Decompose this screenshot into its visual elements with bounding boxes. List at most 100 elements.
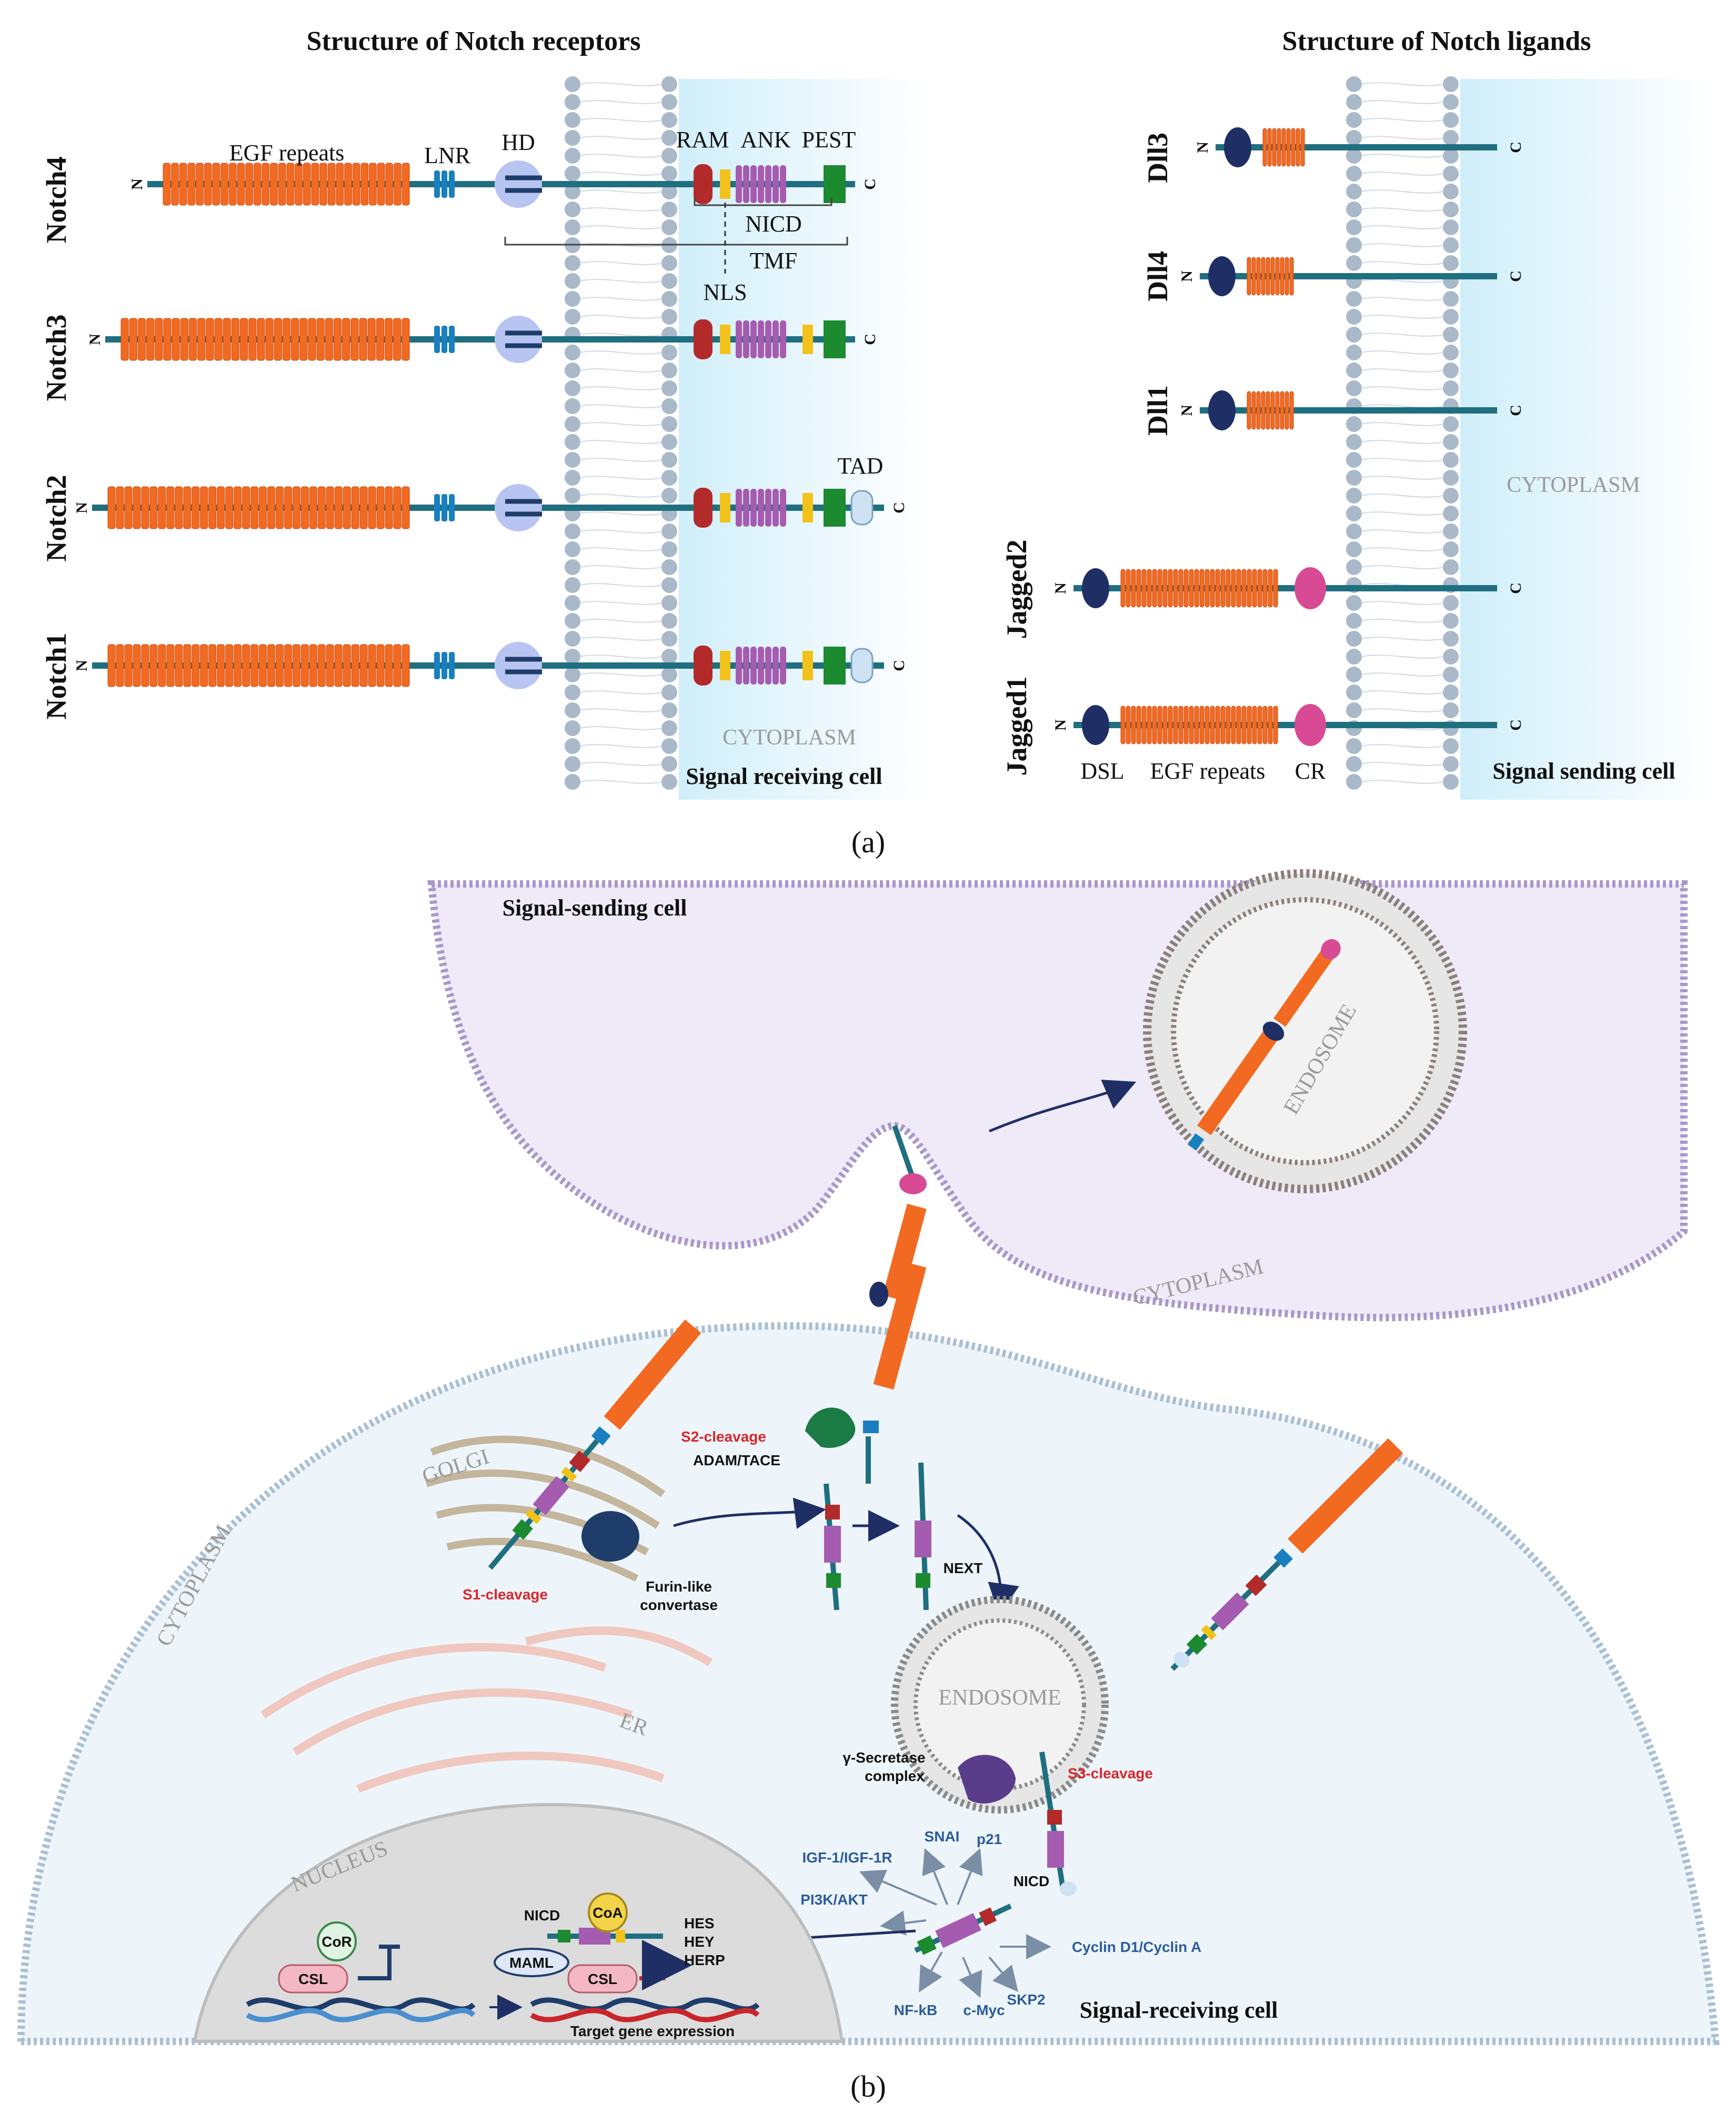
egf-repeat	[237, 163, 245, 206]
egf-repeat	[208, 486, 217, 529]
ligand-membrane-tail	[1361, 672, 1444, 677]
ligand-membrane-head	[1346, 506, 1362, 521]
egf-repeat	[367, 318, 376, 361]
egf-repeat	[259, 644, 267, 687]
egf-repeat	[1286, 128, 1291, 167]
receptor-label-notch3: Notch3	[41, 315, 72, 401]
ligand-membrane-head	[1443, 649, 1459, 665]
receptor-membrane-head	[565, 577, 580, 593]
ligand-membrane-head	[1443, 667, 1459, 682]
n-terminus: N	[1052, 582, 1069, 594]
lnr-domain	[441, 652, 447, 679]
hd-segment	[505, 175, 542, 193]
label-nls: NLS	[703, 279, 747, 305]
egf-repeat	[1120, 569, 1126, 608]
receptor-membrane-head	[661, 94, 677, 110]
ligand-membrane-head	[1346, 559, 1362, 575]
egf-repeat	[1257, 706, 1262, 744]
ligand-membrane-head	[1443, 380, 1459, 396]
ank-repeat	[780, 647, 786, 684]
receptor-membrane-tail	[579, 476, 663, 480]
egf-repeat	[342, 318, 350, 361]
ligand-membrane-tail	[1361, 225, 1444, 229]
egf-repeat	[223, 318, 231, 361]
receptor-membrane-tail	[579, 583, 663, 587]
egf-repeat	[253, 163, 262, 206]
receptor-membrane-head	[565, 380, 580, 396]
egf-repeat	[200, 644, 208, 687]
ligand-membrane-head	[1346, 613, 1362, 629]
egf-repeat	[376, 644, 385, 687]
egf-repeat	[124, 486, 133, 529]
receptor-membrane-head	[661, 702, 677, 718]
egf-repeat	[175, 486, 183, 529]
pathway-cyclin: Cyclin D1/Cyclin A	[1072, 1939, 1201, 1955]
receptor-membrane-tail	[579, 440, 663, 444]
receptor-membrane-head	[565, 416, 580, 432]
egf-repeat	[275, 486, 284, 529]
egf-repeat	[351, 486, 359, 529]
sending-cell-body	[427, 880, 1688, 1322]
receptor-membrane-head	[565, 631, 580, 647]
active-coa-label: CoA	[593, 1905, 623, 1921]
ligand-membrane-head	[1443, 76, 1459, 92]
active-complex	[494, 1892, 760, 2022]
egf-repeat	[149, 486, 158, 529]
adam-tace-label: ADAM/TACE	[693, 1452, 780, 1468]
ligand-cytoplasm-region	[1458, 79, 1710, 800]
egf-repeat	[1270, 391, 1275, 430]
egf-repeat	[300, 486, 309, 529]
receptor-membrane-body	[563, 79, 679, 800]
n-terminus: N	[1052, 719, 1069, 731]
receptor-membrane-head	[661, 166, 677, 182]
receptor-membrane-tail	[579, 672, 663, 677]
egf-repeat	[196, 163, 204, 206]
egf-repeat	[1275, 391, 1280, 430]
hd-domain	[495, 484, 542, 531]
egf-repeat	[146, 318, 155, 361]
ligand-membrane-tail	[1361, 118, 1444, 122]
ligand-membrane-head	[1346, 130, 1362, 146]
endoplasmic-reticulum	[260, 1626, 713, 1793]
egf-repeat	[286, 163, 295, 206]
egf-repeat	[1215, 706, 1220, 744]
ank-repeat	[780, 489, 786, 527]
egf-repeat	[1296, 128, 1300, 167]
ligand-membrane-tail	[1361, 136, 1444, 140]
c-terminus: C	[890, 660, 908, 671]
receptor-membrane-head	[565, 452, 580, 468]
egf-repeat	[284, 644, 292, 687]
egf-repeat	[274, 318, 282, 361]
ligand-membrane-head	[1443, 363, 1459, 378]
receptor-membrane-head	[661, 720, 677, 736]
ligand-membrane-head	[1346, 94, 1362, 110]
ligand-membrane-head	[1443, 470, 1459, 486]
egf-repeat	[1226, 569, 1231, 608]
hd-domain	[495, 642, 542, 689]
egf-repeat	[292, 486, 300, 529]
receptor-membrane-head	[661, 613, 677, 629]
egf-repeat	[1261, 257, 1266, 296]
repressed-cor-label: CoR	[322, 1934, 352, 1950]
n-terminus: N	[1194, 142, 1211, 153]
egf-repeat	[309, 486, 317, 529]
ligand-membrane-tail	[1361, 207, 1444, 212]
ligand-membrane-head	[1346, 631, 1362, 647]
receptor-membrane-head	[661, 684, 677, 700]
lnr-domain	[449, 494, 455, 521]
egf-repeat	[171, 163, 179, 206]
receptor-membrane-tail	[579, 511, 663, 516]
hd-domain	[495, 160, 542, 208]
receptor-membrane-tail	[579, 529, 663, 533]
egf-repeat	[1285, 391, 1289, 430]
egf-repeat	[1247, 569, 1252, 608]
egf-repeat	[107, 644, 116, 687]
egf-repeat	[267, 644, 275, 687]
egf-repeat	[183, 644, 192, 687]
ank-repeat	[743, 647, 749, 684]
egf-repeat	[200, 486, 208, 529]
egf-repeat	[158, 486, 166, 529]
receptor-membrane-head	[661, 273, 677, 289]
ligand-membrane-head	[1443, 166, 1459, 182]
